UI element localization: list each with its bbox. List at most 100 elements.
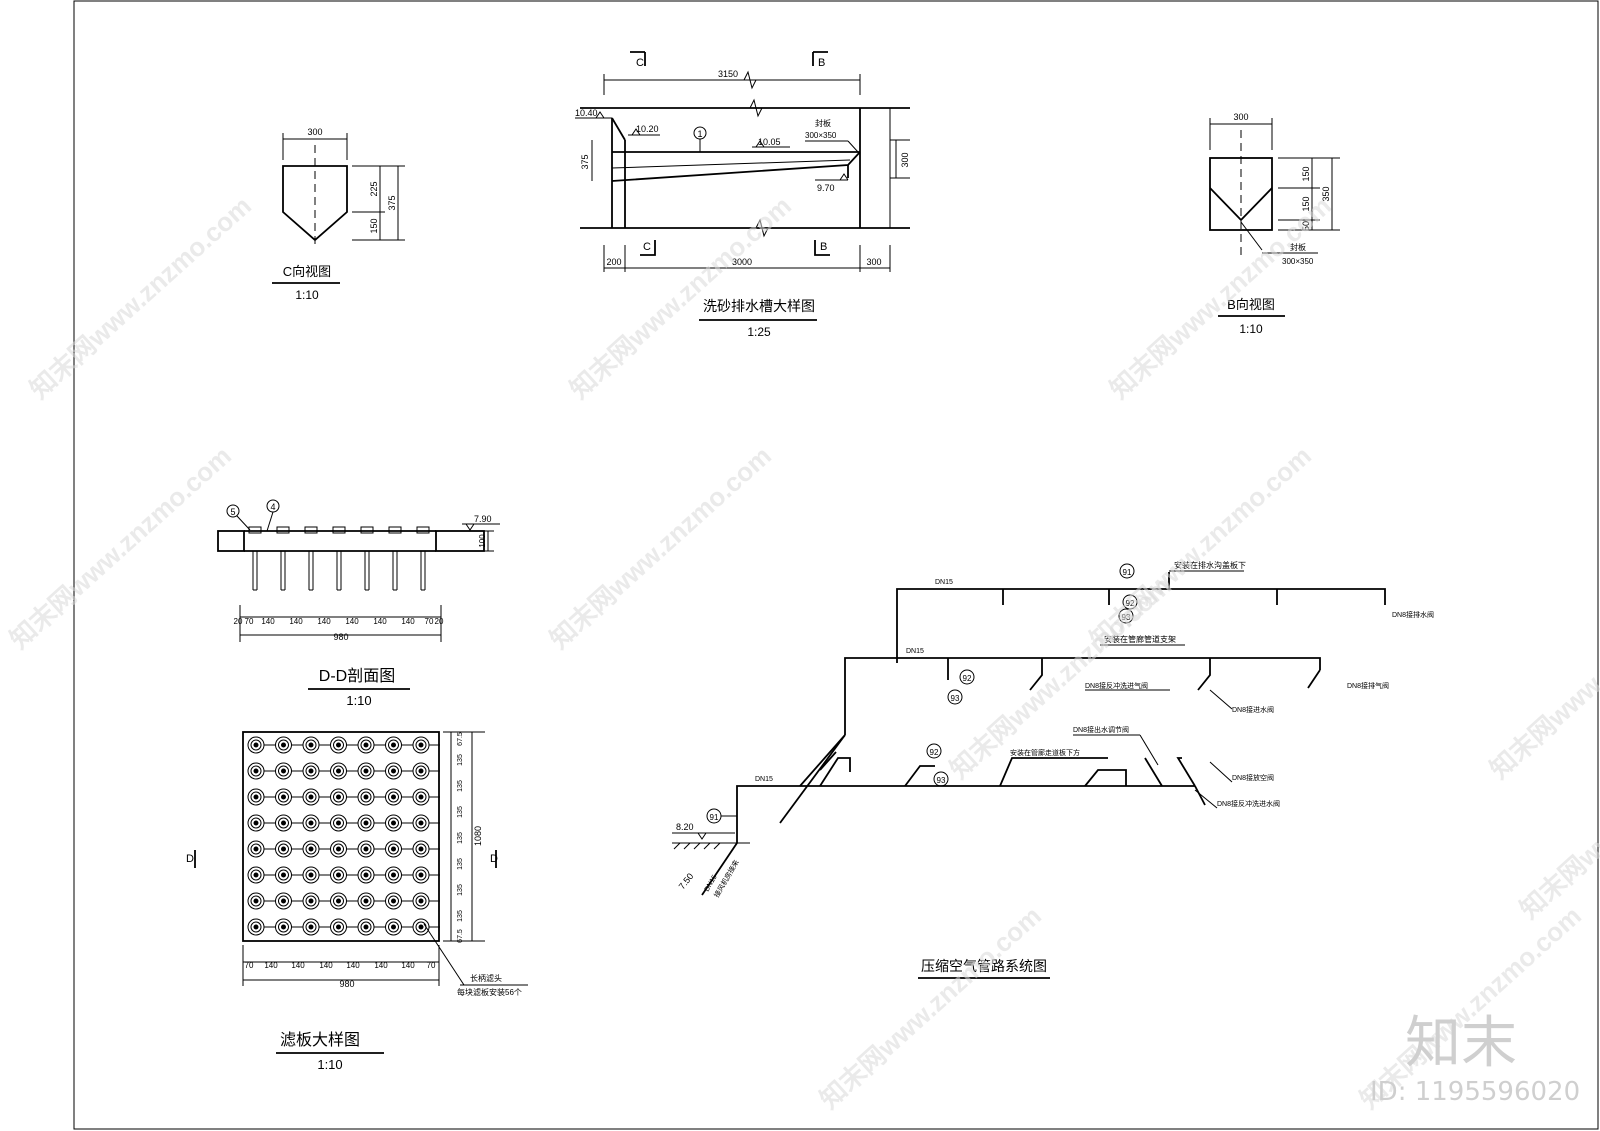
trough-callout-1: 1 [697, 129, 702, 139]
trough-sec-c-bot: C [643, 241, 651, 253]
fp-right-dim-text: 135 [457, 754, 464, 766]
trough-sec-b-bot: B [820, 241, 827, 253]
watermark-text: 知末网www.znzmo.com [1104, 190, 1337, 404]
trough-elev-1005: 10.05 [758, 137, 781, 147]
dd-dim-text: 20 [234, 617, 243, 626]
fp-right-dim-text: 67.5 [457, 732, 464, 746]
fp-dim-text: 140 [291, 961, 305, 970]
dd-elev: 7.90 [474, 514, 492, 524]
trough-title: 洗砂排水槽大样图 [703, 298, 815, 314]
air-label-drain-valve: DN8接排水阀 [1392, 610, 1434, 619]
air-callout-91b: 91 [710, 813, 719, 822]
air-elev-750: 7.50 [677, 871, 696, 891]
b-view-dim-350: 350 [1321, 186, 1331, 201]
air-callout-91a: 91 [1123, 568, 1132, 577]
fp-dim-text: 70 [245, 961, 254, 970]
fp-note-1: 长柄滤头 [470, 973, 502, 983]
dd-dim-text: 140 [317, 617, 331, 626]
c-view-drawing: 300 225 150 375 C向视图 1:10 [272, 127, 405, 302]
fp-right-dim-text: 135 [457, 806, 464, 818]
b-view-scale: 1:10 [1239, 322, 1263, 336]
watermark-text: 知末网www.znzmo.com [814, 900, 1047, 1114]
c-view-dim-150: 150 [369, 218, 379, 233]
fp-right-dim-text: 135 [457, 832, 464, 844]
fp-right-dim-text: 135 [457, 780, 464, 792]
fp-dim-text: 70 [427, 961, 436, 970]
air-elev-820: 8.20 [676, 822, 694, 832]
air-label-backwash-water: DN8接反冲洗进水阀 [1217, 799, 1280, 808]
trough-note-1: 封板 [815, 118, 831, 128]
trough-top-dim: 3150 [718, 69, 738, 79]
dd-filter-head [248, 526, 262, 534]
dd-dim-text: 140 [289, 617, 303, 626]
trough-scale: 1:25 [747, 325, 771, 339]
air-label-walkway: 安装在管廊走道板下方 [1010, 748, 1080, 757]
air-callout-92b: 92 [963, 674, 972, 683]
dd-filter-head [304, 526, 318, 534]
b-view-note-1: 封板 [1290, 242, 1306, 252]
c-view-dim-225: 225 [369, 181, 379, 196]
fp-right-dim-text: 67.5 [457, 929, 464, 943]
air-dn15-top: DN15 [935, 579, 953, 586]
trough-detail-drawing: C B 3150 10.40 10.20 10.05 9.70 [575, 51, 910, 339]
fp-sec-d-left: D [186, 853, 194, 865]
air-system-drawing: DN15 安装在排水沟盖板下 DN8接排水阀 DN15 安装在管廊管道支架 DN… [672, 560, 1434, 979]
watermark-text: 知末网www.znzmo.com [24, 190, 257, 404]
dd-filter-head [332, 526, 346, 534]
c-view-scale: 1:10 [295, 288, 319, 302]
b-view-dim-50: 50 [1301, 221, 1311, 231]
trough-side-375: 375 [580, 154, 590, 169]
dd-callout-5: 5 [230, 507, 235, 517]
air-callout-93b: 93 [951, 694, 960, 703]
dd-filter-head [388, 526, 402, 534]
air-label-backwash-air: DN8接反冲洗进气阀 [1085, 681, 1148, 690]
dd-dim-text: 140 [345, 617, 359, 626]
fp-dim-text: 140 [319, 961, 333, 970]
b-view-dim-150a: 150 [1301, 166, 1311, 181]
fp-right-dim-text: 135 [457, 858, 464, 870]
watermark-text: 知末网www.znzmo.com [544, 440, 777, 654]
b-view-note-2: 300×350 [1282, 257, 1314, 266]
fp-right-dim-text: 135 [457, 884, 464, 896]
dd-dim-text: 140 [373, 617, 387, 626]
air-callout-93c: 93 [937, 776, 946, 785]
air-label-pipe-rack: 安装在管廊管道支架 [1104, 634, 1176, 644]
dd-dim-text: 140 [401, 617, 415, 626]
dd-filter-head [276, 526, 290, 534]
watermark-id: ID: 1195596020 [1370, 1077, 1580, 1107]
sheet-border [73, 0, 1599, 1130]
air-label-inlet-valve: DN8接进水阀 [1232, 705, 1274, 714]
fp-total: 980 [339, 979, 354, 989]
trough-bot-200: 200 [606, 257, 621, 267]
trough-note-2: 300×350 [805, 131, 837, 140]
trough-side-300: 300 [900, 152, 910, 167]
dd-total: 980 [333, 632, 348, 642]
fp-dim-text: 140 [264, 961, 278, 970]
dd-filter-head [360, 526, 374, 534]
air-label-outlet-valve: DN8接出水调节阀 [1073, 725, 1129, 734]
trough-bot-300: 300 [866, 257, 881, 267]
fp-dim-text: 140 [374, 961, 388, 970]
air-label-drain-cover: 安装在排水沟盖板下 [1174, 560, 1246, 570]
trough-elev-1020: 10.20 [636, 124, 659, 134]
b-view-width-dim: 300 [1233, 112, 1248, 122]
fp-title: 滤板大样图 [280, 1031, 360, 1049]
trough-elev-970: 9.70 [817, 183, 835, 193]
fp-dim-text: 140 [401, 961, 415, 970]
trough-sec-c-top: C [636, 57, 644, 69]
b-view-dim-150b: 150 [1301, 196, 1311, 211]
dd-title: D-D剖面图 [319, 667, 395, 685]
fp-right-dim-text: 135 [457, 910, 464, 922]
b-view-drawing: 300 150 150 50 350 封板 300×350 B向视图 1:10 [1209, 112, 1340, 336]
air-label-vent-valve: DN8接排气阀 [1347, 681, 1389, 690]
watermark-text: 知末网www.znzmo.com [4, 440, 237, 654]
dd-filter-head [416, 526, 430, 534]
air-dn15-low: DN15 [755, 776, 773, 783]
fp-scale: 1:10 [317, 1057, 342, 1072]
c-view-title: C向视图 [283, 264, 331, 279]
dd-dim-text: 20 [435, 617, 444, 626]
trough-elev-1040: 10.40 [575, 108, 598, 118]
